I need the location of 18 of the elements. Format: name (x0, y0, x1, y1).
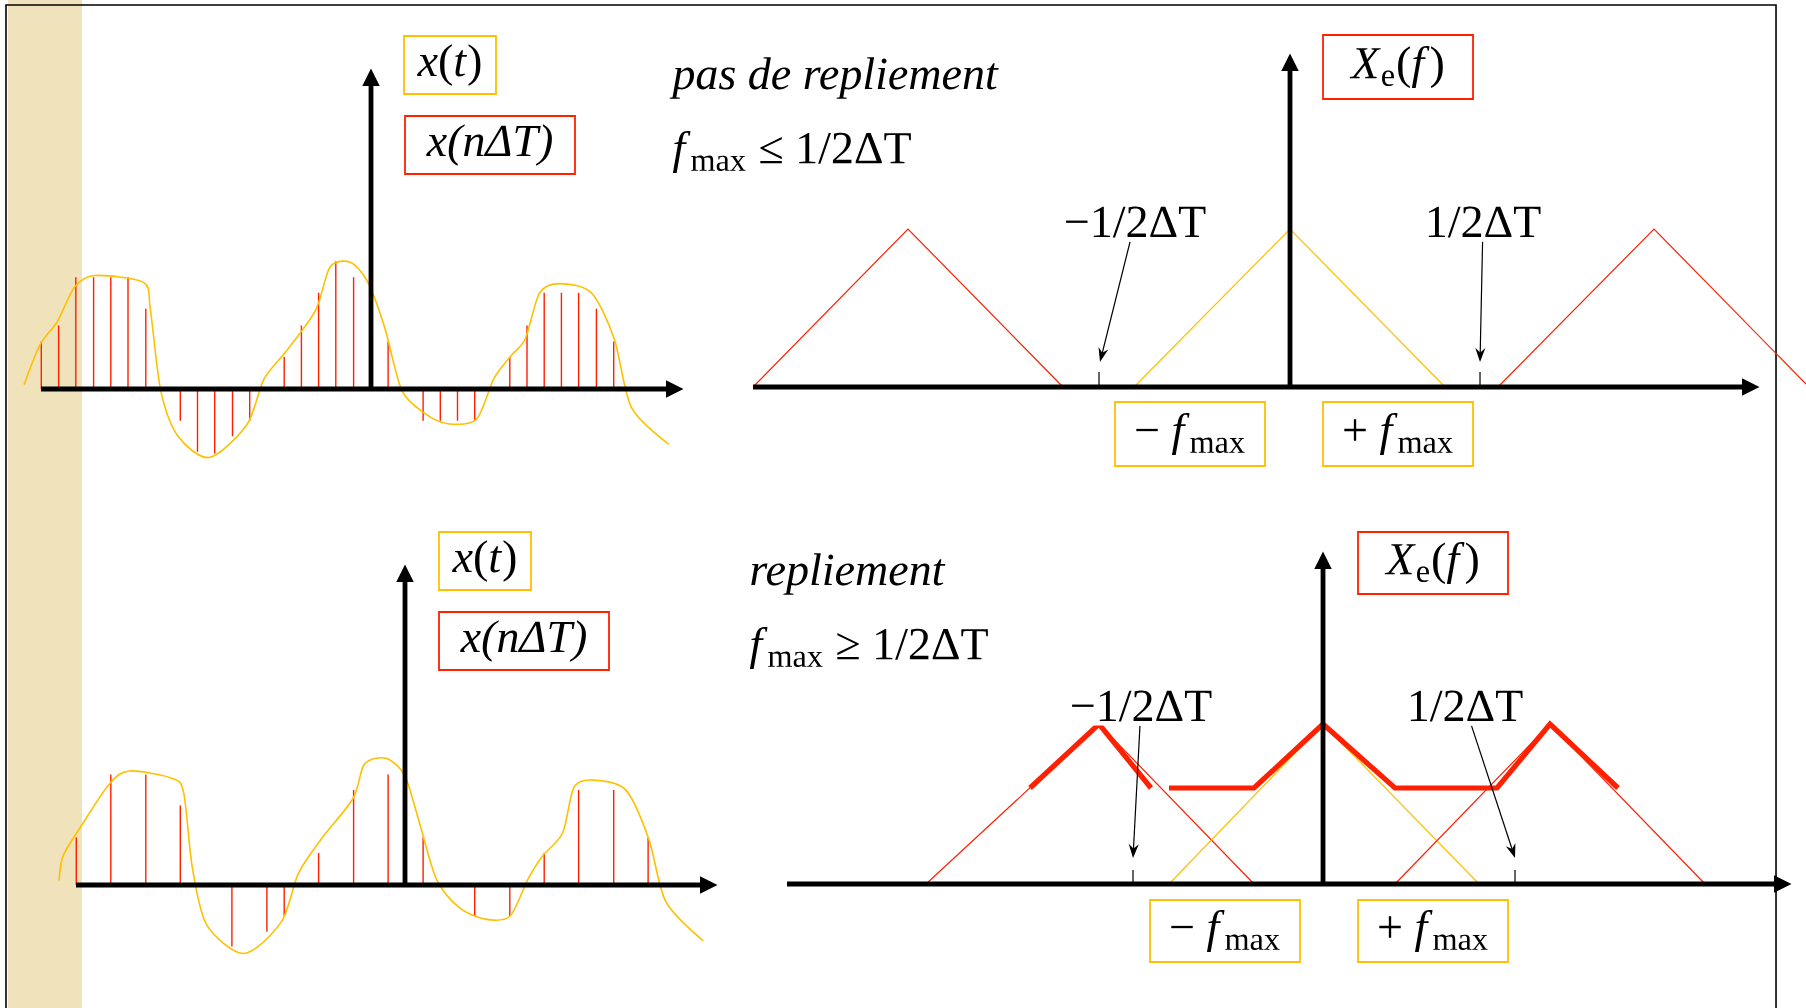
axis-label: −1/2ΔT (1059, 202, 1211, 242)
label-box: − f$_{max}$ (1149, 899, 1301, 963)
label-box: x(nΔT) (404, 115, 576, 175)
label-box: X$_{e}$(f) (1322, 34, 1474, 100)
condition-label: f$_{max}$ ≤ 1/2ΔT (672, 130, 911, 174)
label-box: + f$_{max}$ (1322, 401, 1474, 467)
axis-label: 1/2ΔT (1402, 686, 1528, 726)
label-box: − f$_{max}$ (1114, 401, 1266, 467)
axis-label: −1/2ΔT (1065, 686, 1217, 726)
condition-label: repliement (751, 553, 946, 595)
label-box: + f$_{max}$ (1357, 899, 1509, 963)
label-box: x(nΔT) (438, 611, 610, 671)
condition-label: f$_{max}$ ≥ 1/2ΔT (749, 626, 988, 670)
label-box: X$_{e}$(f) (1357, 531, 1509, 595)
label-box: x(t) (438, 531, 532, 591)
label-box: x(t) (403, 35, 497, 95)
condition-label: pas de repliement (669, 57, 999, 99)
axis-label: 1/2ΔT (1420, 202, 1546, 242)
